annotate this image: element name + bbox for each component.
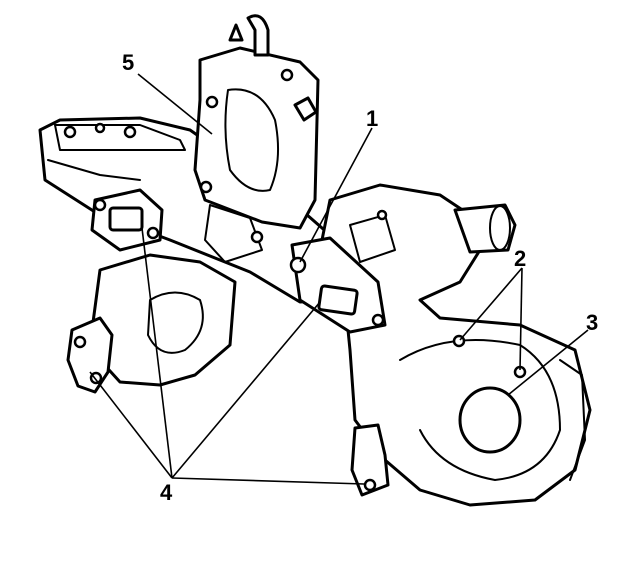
mount-hole-left [73,335,87,349]
callout-3: 3 [586,310,598,335]
callout-1: 1 [366,106,378,131]
lower-left-housing [66,253,237,394]
leader-lines [89,73,589,485]
callout-4: 4 [160,480,173,505]
front-cover-housing [318,183,592,507]
flange-bolt-hole [289,256,307,274]
left-port-flange [90,188,164,252]
pump-bore [458,386,522,454]
callout-5: 5 [122,50,134,75]
upper-tower-housing [193,14,320,230]
callout-2: 2 [514,246,526,271]
